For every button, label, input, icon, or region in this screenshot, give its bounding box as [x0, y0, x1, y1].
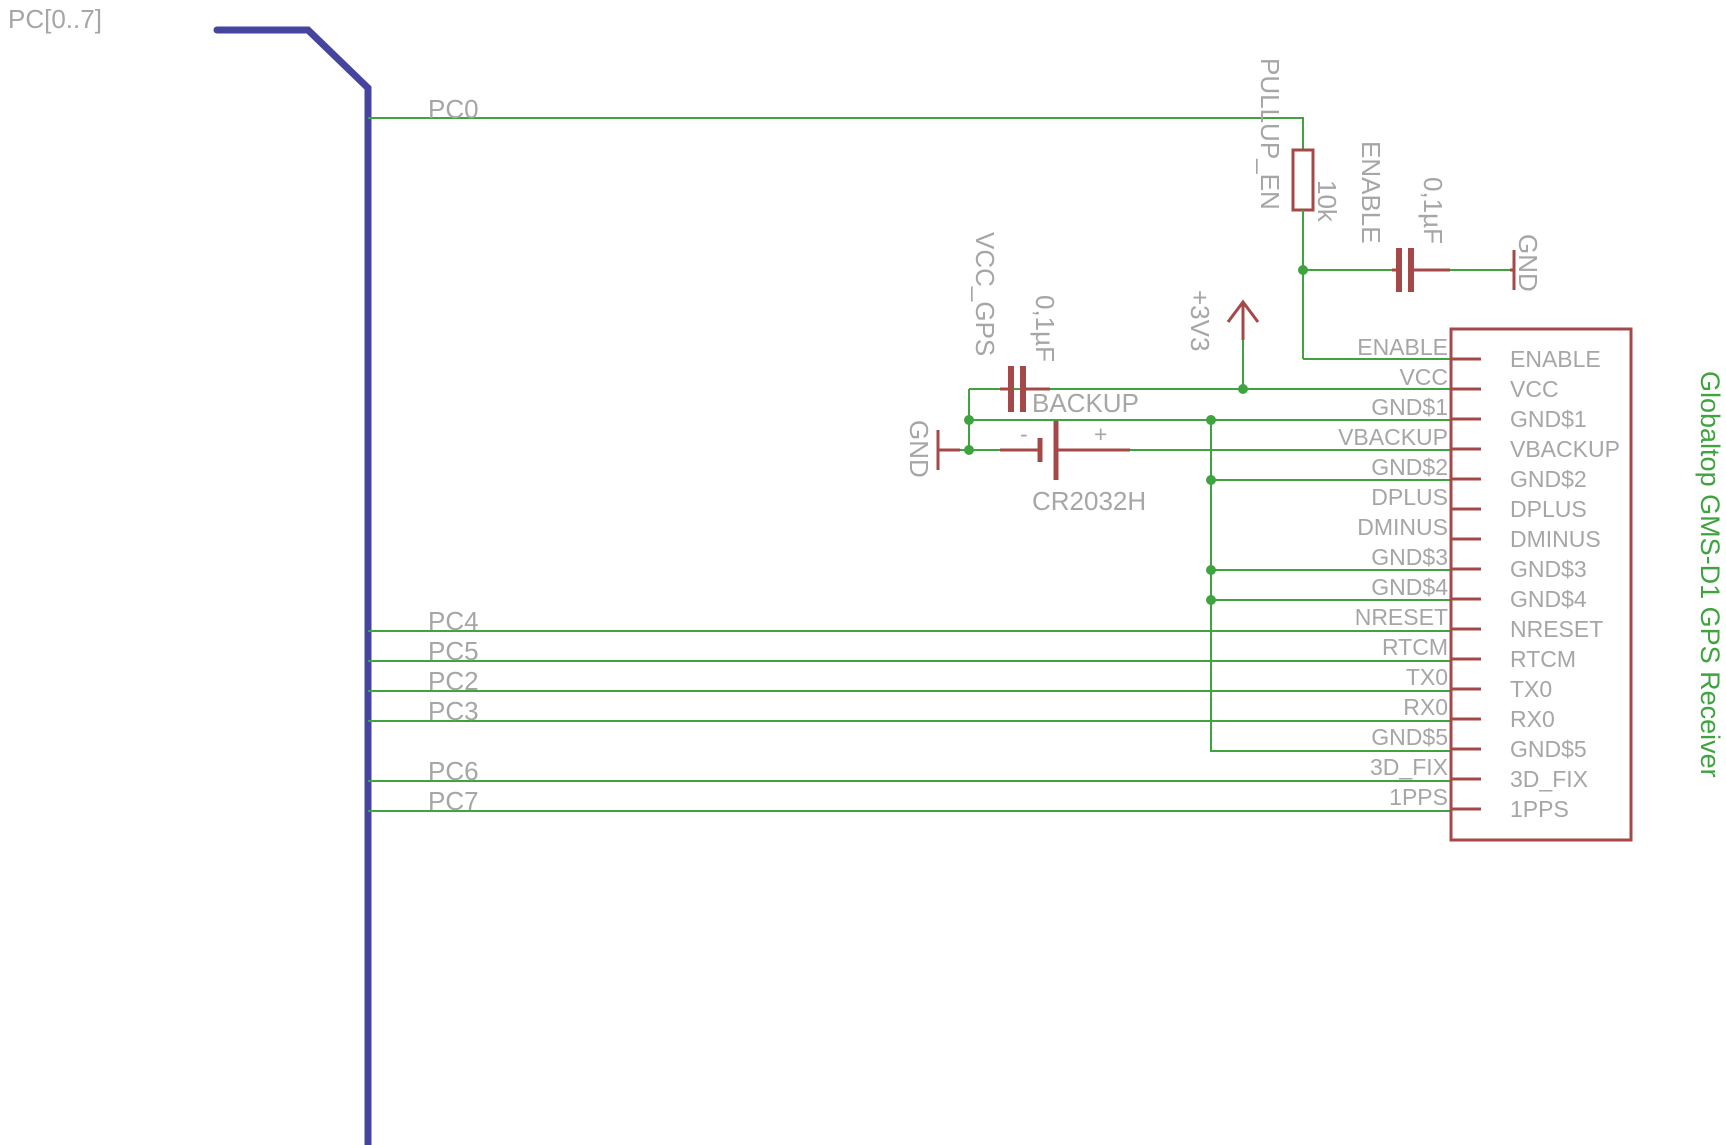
- supply-3v3-label: +3V3: [1185, 290, 1215, 351]
- pin-rx0-net-label: RX0: [1403, 694, 1448, 720]
- cap-vcc-name: VCC_GPS: [970, 232, 1000, 356]
- wire-gnd-vertical: [1210, 420, 1451, 752]
- pin-3d-fix-label: 3D_FIX: [1510, 766, 1588, 792]
- junction-gnd2: [1206, 475, 1216, 485]
- pin-1pps-net-label: 1PPS: [1389, 784, 1448, 810]
- pin-gnd-5-label: GND$5: [1510, 736, 1587, 762]
- net-label-pc0: PC0: [428, 94, 479, 124]
- bus-label: PC[0..7]: [8, 4, 102, 34]
- net-label-pc4: PC4: [428, 606, 479, 636]
- pin-gnd-1-net-label: GND$1: [1371, 394, 1448, 420]
- pin-vcc-net-label: VCC: [1399, 364, 1448, 390]
- pin-dplus-label: DPLUS: [1510, 496, 1587, 522]
- net-label-pc3: PC3: [428, 696, 479, 726]
- net-label-pc2: PC2: [428, 666, 479, 696]
- pin-enable-label: ENABLE: [1510, 346, 1601, 372]
- junction-gnd-left: [964, 445, 974, 455]
- bus-line: [213, 26, 372, 1145]
- pin-rtcm-net-label: RTCM: [1382, 634, 1448, 660]
- net-label-pc6: PC6: [428, 756, 479, 786]
- battery-plus-sign: +: [1094, 421, 1107, 447]
- pin-vbackup-label: VBACKUP: [1510, 436, 1620, 462]
- pin-nreset-label: NRESET: [1510, 616, 1603, 642]
- junction-gnd1: [1206, 415, 1216, 425]
- pin-dminus-label: DMINUS: [1510, 526, 1601, 552]
- junction-gnd4: [1206, 595, 1216, 605]
- module-title: Globaltop GMS-D1 GPS Receiver: [1695, 371, 1725, 778]
- pin-gnd-2-net-label: GND$2: [1371, 454, 1448, 480]
- pin-vbackup-net-label: VBACKUP: [1338, 424, 1448, 450]
- pin-rtcm-label: RTCM: [1510, 646, 1576, 672]
- junction-enable: [1298, 265, 1308, 275]
- junction-gnd3: [1206, 565, 1216, 575]
- pin-3d-fix-net-label: 3D_FIX: [1370, 754, 1448, 780]
- battery-name: BACKUP: [1032, 388, 1139, 418]
- resistor-value: 10k: [1312, 180, 1342, 223]
- cap-vcc-value: 0,1µF: [1030, 295, 1060, 362]
- resistor-pullup-body: [1291, 148, 1315, 212]
- resistor-name: PULLUP_EN: [1255, 58, 1285, 210]
- pin-enable-net-label: ENABLE: [1357, 334, 1448, 360]
- pin-tx0-label: TX0: [1510, 676, 1552, 702]
- pin-gnd-2-label: GND$2: [1510, 466, 1587, 492]
- pin-gnd-4-label: GND$4: [1510, 586, 1587, 612]
- net-label-pc5: PC5: [428, 636, 479, 666]
- pin-gnd-3-label: GND$3: [1510, 556, 1587, 582]
- wire-pc0: [368, 117, 1304, 150]
- gnd-right-label: GND: [1513, 234, 1543, 292]
- pin-gnd-4-net-label: GND$4: [1371, 574, 1448, 600]
- pin-rx0-label: RX0: [1510, 706, 1555, 732]
- pin-gnd-3-net-label: GND$3: [1371, 544, 1448, 570]
- pin-dplus-net-label: DPLUS: [1371, 484, 1448, 510]
- net-label-pc7: PC7: [428, 786, 479, 816]
- cap-enable-name: ENABLE: [1356, 141, 1386, 244]
- gps-module-body: [1449, 327, 1633, 842]
- pin-dminus-net-label: DMINUS: [1357, 514, 1448, 540]
- pin-gnd-5-net-label: GND$5: [1371, 724, 1448, 750]
- cap-enable-value: 0,1µF: [1418, 177, 1448, 244]
- junction-vcc: [1238, 384, 1248, 394]
- pin-gnd-1-label: GND$1: [1510, 406, 1587, 432]
- pin-tx0-net-label: TX0: [1406, 664, 1448, 690]
- battery-value: CR2032H: [1032, 486, 1146, 516]
- pin-nreset-net-label: NRESET: [1355, 604, 1448, 630]
- battery-minus-sign: -: [1020, 421, 1028, 447]
- gnd-left-label: GND: [904, 420, 934, 478]
- junction-gnd-cap: [964, 415, 974, 425]
- pin-vcc-label: VCC: [1510, 376, 1559, 402]
- pin-1pps-label: 1PPS: [1510, 796, 1569, 822]
